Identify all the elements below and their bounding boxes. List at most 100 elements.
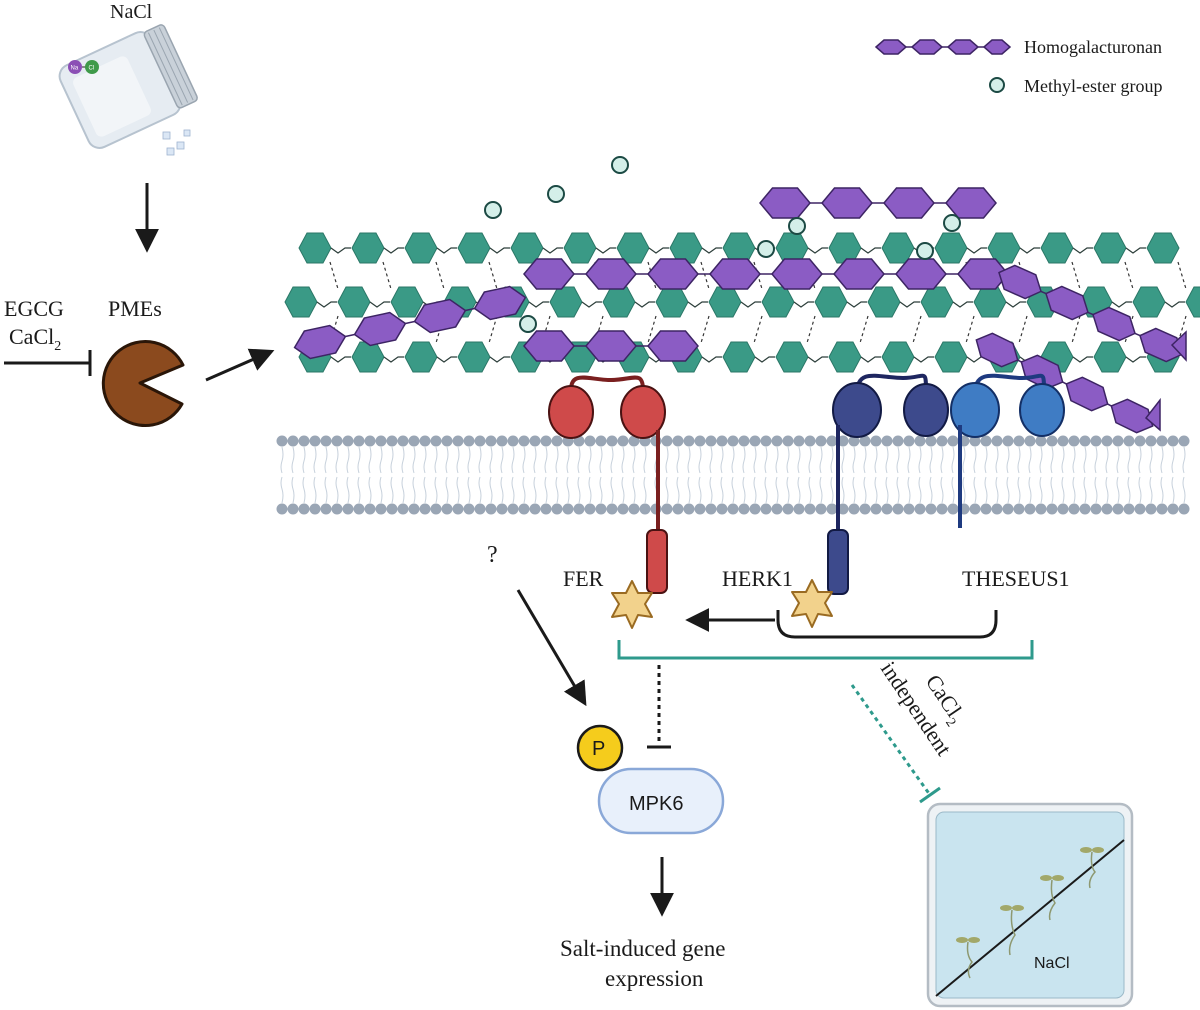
lipid-tail [368, 446, 372, 474]
pectin-unit [549, 286, 583, 318]
pectin-link [581, 301, 602, 308]
arrow-pmes-to-wall [205, 348, 275, 382]
pectin-crosslink [700, 315, 710, 344]
pectin-unit [284, 286, 318, 318]
homogalacturonan-layer [293, 187, 1187, 434]
methyl-ester-icon [788, 217, 806, 235]
lipid-head [364, 503, 376, 515]
homogalacturonan-unit [647, 330, 699, 362]
pectin-link [754, 356, 775, 363]
lipid-head [771, 503, 783, 515]
lipid-head [617, 435, 629, 447]
lipid-head [419, 435, 431, 447]
lipid-head [1068, 503, 1080, 515]
lipid-head [837, 503, 849, 515]
methyl-ester-layer [484, 156, 961, 333]
pmes-label: PMEs [108, 296, 162, 321]
methyl-ester-icon [484, 201, 502, 219]
pectin-unit [602, 286, 636, 318]
pectin-crosslink [382, 261, 392, 290]
lipid-head [716, 435, 728, 447]
lipid-tail [863, 476, 867, 504]
lipid-tail [1072, 446, 1076, 474]
lipid-tail [852, 446, 856, 474]
lipid-head [320, 435, 332, 447]
lipid-head [353, 503, 365, 515]
lipid-tail [434, 476, 438, 504]
pectin-link [436, 247, 457, 254]
lipid-head [518, 503, 530, 515]
lipid-head [947, 435, 959, 447]
fer-label: FER [563, 566, 604, 591]
pectin-link [383, 247, 404, 254]
lipid-tail [984, 446, 988, 474]
pectin-unit [934, 232, 968, 264]
pectin-unit [655, 286, 689, 318]
lipid-tail [544, 476, 548, 504]
lipid-head [287, 435, 299, 447]
lipid-head [353, 435, 365, 447]
lipid-head [760, 503, 772, 515]
pectin-crosslink [435, 261, 445, 290]
salt-expression-line2: expression [605, 966, 704, 991]
lipid-tail [819, 476, 823, 504]
homogalacturonan-unit [709, 258, 761, 290]
pectin-crosslink [965, 315, 975, 344]
lipid-tail [280, 446, 284, 474]
pectin-unit [761, 286, 795, 318]
lipid-head [716, 503, 728, 515]
lipid-tail [368, 476, 372, 504]
lipid-head [980, 503, 992, 515]
lipid-head [936, 503, 948, 515]
pectin-unit [1040, 232, 1074, 264]
lipid-head [397, 503, 409, 515]
pectin-unit [563, 232, 597, 264]
lipid-head [309, 503, 321, 515]
lipid-tail [830, 476, 834, 504]
legend: Homogalacturonan Methyl-ester group [874, 37, 1162, 96]
lipid-tail [489, 476, 493, 504]
lipid-tail [1127, 446, 1131, 474]
pectin-crosslink [1177, 315, 1187, 344]
lipid-head [1090, 435, 1102, 447]
lipid-head [969, 503, 981, 515]
lipid-tail [401, 446, 405, 474]
lipid-head [749, 503, 761, 515]
lipid-head [804, 435, 816, 447]
methyl-ester-icon [757, 240, 775, 258]
cacl2-independent-inhibitor-line [850, 684, 932, 796]
lipid-tail [555, 446, 559, 474]
lipid-tail [324, 476, 328, 504]
lipid-tail [1050, 476, 1054, 504]
pectin-unit [708, 286, 742, 318]
lipid-tail [1105, 446, 1109, 474]
pectin-link [846, 301, 867, 308]
lipid-head [683, 435, 695, 447]
homogalacturonan-unit [771, 258, 823, 290]
pectin-crosslink [1071, 315, 1081, 344]
arrow-unknown-to-mpk6 [516, 589, 587, 707]
lipid-head [1134, 503, 1146, 515]
receptor-complex-bracket [617, 640, 1034, 660]
lipid-tail [698, 476, 702, 504]
question-mark-label: ? [487, 542, 498, 568]
lipid-head [287, 503, 299, 515]
lipid-head [1002, 503, 1014, 515]
lipid-tail [302, 446, 306, 474]
lipid-head [485, 435, 497, 447]
lipid-tail [577, 476, 581, 504]
lipid-tail [918, 476, 922, 504]
lipid-head [628, 435, 640, 447]
lipid-head [452, 503, 464, 515]
lipid-tail [929, 476, 933, 504]
lipid-tail [731, 476, 735, 504]
lipid-tail [566, 476, 570, 504]
pectin-link [436, 356, 457, 363]
herk1-label: HERK1 [722, 566, 793, 591]
methyl-ester-icon [916, 242, 934, 260]
plate-nacl-label: NaCl [1034, 955, 1070, 972]
lipid-head [826, 435, 838, 447]
lipid-tail [676, 476, 680, 504]
theseus1-receptor [950, 373, 1065, 528]
lipid-head [639, 503, 651, 515]
